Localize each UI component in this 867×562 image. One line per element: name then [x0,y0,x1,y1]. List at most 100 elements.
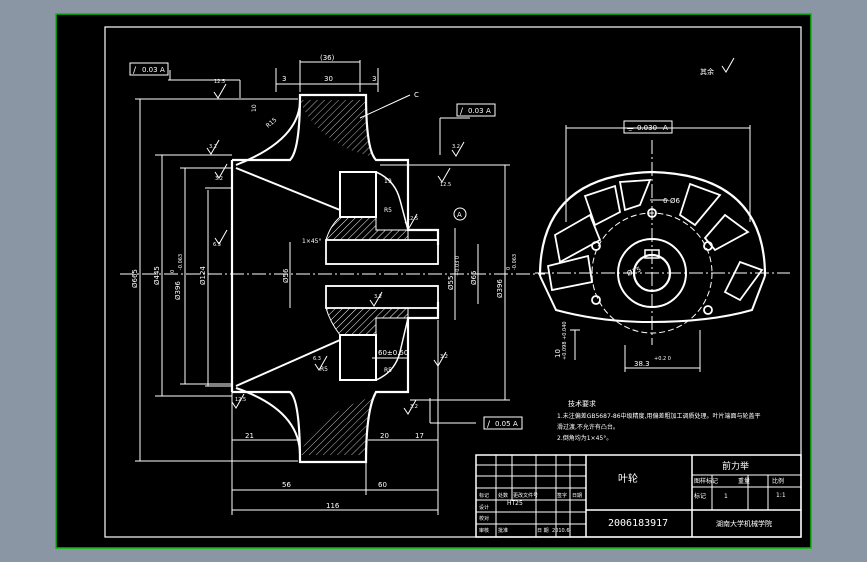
roughness-6: 12.5 [407,216,418,222]
dim-d396r-tol-lo: -0.063 [512,254,518,270]
dim-keyway-width: 10 [554,349,562,358]
dim-r5-b: R5 [384,367,392,374]
title-row-design: 设计 [479,504,489,511]
title-date: 2010.6 [552,528,570,534]
title-header-scale: 比例 [772,477,784,485]
gdt-side-symbol: ⌯ [627,124,634,133]
dim-d124: Ø124 [199,266,207,285]
roughness-10: 12.5 [235,397,246,403]
dim-d665: Ø665 [131,269,139,288]
tech-req-line-1: 1.未注偏差GB5687-86中级精度,用偏差粗加工调质处理。叶片端面与轮盖平 [557,412,760,420]
title-scale: 1:1 [776,492,786,499]
roughness-4: 3.2 [215,176,223,182]
surface-note-label: 其余 [700,67,714,76]
hub-section-hatch-upper [325,216,409,241]
title-school: 湖南大学机械学院 [716,519,772,528]
roughness-general-symbol [721,57,735,73]
roughness-2: 12.5 [440,182,451,188]
tech-req-line-3: 2.倒角均为1×45°。 [557,434,612,442]
title-drawing-number: 2006183917 [608,518,668,529]
bore-circle [632,253,672,293]
roughness-9: 3.2 [374,294,382,300]
side-outer-arc [538,170,767,277]
dim-19: 19 [384,178,392,185]
gdt-frame-bottom-right [483,416,523,430]
title-date-label: 日 期 [537,528,549,534]
dim-overall-top: (36) [320,54,335,62]
roughness-8: 3.2 [452,144,460,150]
dim-bottom-116: 116 [326,502,340,510]
gdt-frame-top-left [129,62,169,76]
title-rev-docno: 更改文件号 [513,492,538,499]
title-header-weight: 重量 [738,477,750,485]
gdt-br-value: 0.05 [495,420,511,428]
title-block-grid [475,454,802,538]
side-view-annotations: ⌯ 0.030 A 6-Ø6 Ø75 10 +0.098 +0.040 38.3… [554,57,735,368]
sheet-outer-frame [55,13,812,549]
dim-bottom-17: 17 [415,432,424,440]
dim-d445: Ø445 [153,266,161,285]
dim-top-3-left: 3 [282,75,286,83]
dim-d396r-tol-hi: 0 [506,267,512,270]
title-company: 前力举 [722,460,749,472]
title-rev-mark: 标记 [479,492,489,499]
impeller-upper-outline [232,93,440,245]
dim-d56: Ø56 [282,268,290,283]
roughness-1: 12.5 [214,79,225,85]
dim-side-holes: 6-Ø6 [663,197,680,205]
roughness-5: 6.3 [213,242,221,248]
title-count-label: 标记 [694,492,706,500]
dim-d396: Ø396 [174,281,182,300]
dim-d55: Ø55 [447,276,455,290]
gdt-tr-value: 0.03 [468,107,484,115]
title-quantity: 1 [724,493,728,500]
hub-circle [617,238,687,308]
title-material: HT25 [507,500,523,507]
disc-section-hatch [300,395,376,455]
title-rev-count: 处数 [498,492,508,499]
title-part-name: 叶轮 [618,472,638,485]
technical-requirements: 技术要求 1.未注偏差GB5687-86中级精度,用偏差粗加工调质处理。叶片端面… [557,399,760,442]
title-rev-sign: 签字 [557,492,567,499]
dim-r5-c: R5 [320,366,328,373]
gdt-tl-datum: A [160,66,165,74]
dim-hub-chamfer: 1×45° [302,238,321,245]
gdt-tl-value: 0.03 [142,66,158,74]
gdt-br-datum: A [513,420,518,428]
dim-hub-60: 60±0.50 [378,349,408,357]
gdt-side-value: 0.030 [637,124,657,132]
gdt-tl-symbol: / [133,66,137,76]
label-chamfer-c: C [414,91,419,99]
title-row-approve: 批准 [498,527,508,534]
dim-bottom-21: 21 [245,432,254,440]
gdt-frame-top-right [456,103,496,117]
dim-h10: 10 [251,104,258,112]
gdt-frame-side [623,120,673,134]
dim-keyway-depth-tol: +0.2 0 [654,356,671,362]
dim-bottom-56: 56 [282,481,291,489]
datum-a-label: A [457,211,462,219]
roughness-symbols: 12.5 3.2 3.2 6.3 12.5 3.2 12.5 3.2 6.3 3… [206,79,465,415]
datum-a-bubble [453,207,467,221]
dim-keyway-depth: 38.3 [634,360,650,368]
shroud-section-hatch [300,100,376,158]
gdt-tr-datum: A [486,107,491,115]
dim-top-30: 30 [324,75,333,83]
tech-req-line-2: 滑过渡,不允许有凸台。 [557,423,619,431]
hub-section-hatch-lower [325,307,409,336]
dim-bottom-60: 60 [378,481,387,489]
tech-req-title: 技术要求 [568,399,596,408]
dim-d396-right: Ø396 [496,279,504,298]
gdt-side-datum: A [663,124,668,132]
dim-keyway-tol: +0.098 +0.040 [562,321,568,360]
impeller-lower-outline [232,302,440,464]
title-rev-date: 日期 [572,493,582,499]
sheet-inner-frame [104,26,802,538]
roughness-12: 3.2 [410,404,418,410]
dim-d65: Ø65 [470,271,478,285]
gdt-br-symbol: / [487,420,491,430]
dim-d55-tol: +0.03 0 [455,256,461,276]
dim-top-3-right: 3 [372,75,376,83]
